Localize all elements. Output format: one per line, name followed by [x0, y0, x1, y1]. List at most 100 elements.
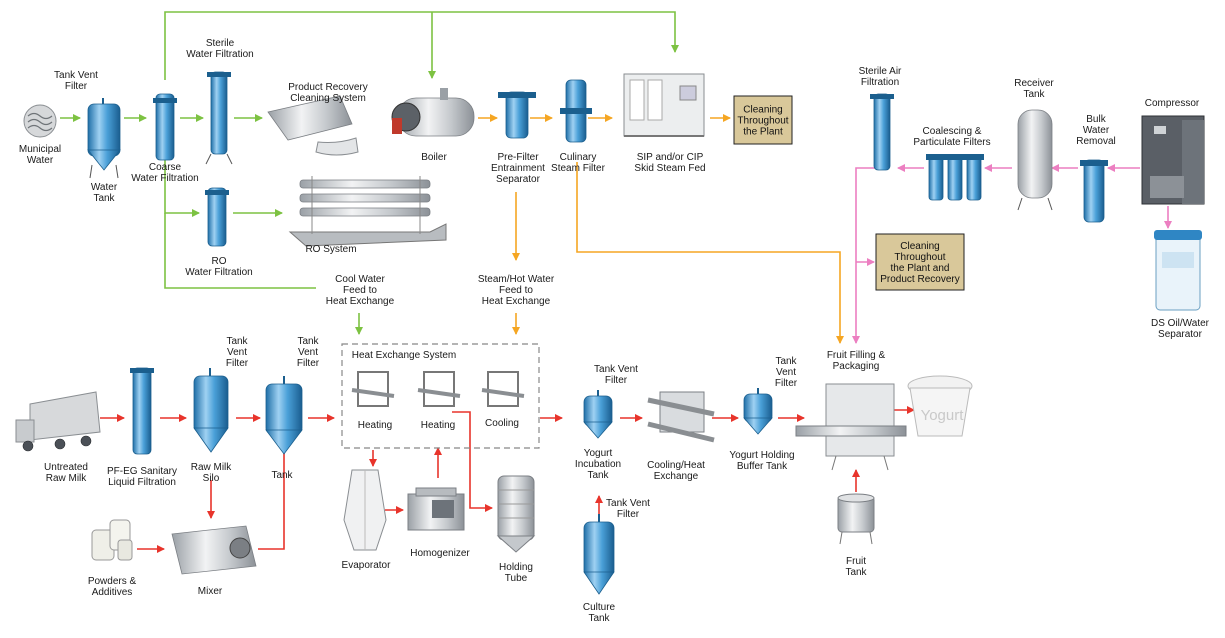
compressor-line-1: Compressor — [1145, 98, 1200, 109]
tank-vent-culture-line-2: Filter — [617, 509, 640, 520]
heat-exchanger-icon — [351, 371, 525, 407]
label-fruit-filling: Fruit Filling &Packaging — [827, 350, 886, 372]
heating1-line-1: Heating — [358, 420, 392, 431]
sanitary-filter-icon — [130, 367, 154, 455]
tank-vent-culture-line-1: Tank Vent — [606, 498, 650, 509]
incubation-tank-line-1: Yogurt — [584, 448, 613, 459]
fruit-tank-icon — [837, 493, 875, 545]
compressor-icon — [1141, 115, 1205, 205]
water-tank-icon — [87, 98, 121, 179]
coalescing-line-2: Particulate Filters — [913, 137, 990, 148]
sterile-air-filter-icon — [870, 93, 894, 171]
air-lines — [852, 164, 1172, 344]
heat-exchange-system-boundary — [341, 343, 540, 449]
powders-line-2: Additives — [92, 587, 133, 598]
boiler-icon — [391, 88, 475, 137]
product-recovery-line-2: Cleaning System — [290, 93, 366, 104]
tank-vent-incubation-line-2: Filter — [605, 375, 628, 386]
ds-separator-line-2: Separator — [1158, 329, 1203, 340]
fruit-filling-line-1: Fruit Filling & — [827, 350, 886, 361]
prefilter-line-2: Entrainment — [491, 163, 545, 174]
label-evaporator: Evaporator — [342, 560, 392, 571]
tank-vent-incubation-line-1: Tank Vent — [594, 364, 638, 375]
cleaning-product-line-4: Product Recovery — [880, 274, 959, 285]
product-recovery-icon — [267, 95, 359, 156]
receiver-tank-icon — [1017, 109, 1053, 211]
product-recovery-line-1: Product Recovery — [288, 82, 367, 93]
culinary-filter-line-1: Culinary — [560, 152, 597, 163]
sterile-water-filtration-line-1: Sterile — [206, 38, 235, 49]
raw-milk-silo-line-1: Raw Milk — [191, 462, 233, 473]
label-cooling: Cooling — [485, 418, 519, 429]
bulk-water-line-1: Bulk — [1086, 114, 1106, 125]
evaporator-icon — [343, 469, 387, 551]
tank-vent-filter-top-line-1: Tank Vent — [54, 70, 98, 81]
culinary-steam-filter-icon — [560, 79, 592, 143]
fruit-tank-line-1: Fruit — [846, 556, 866, 567]
buffer-tank-line-1: Yogurt Holding — [729, 450, 794, 461]
ro-system-icon — [288, 176, 447, 247]
yogurt-cup-icon: Yogurt — [907, 375, 973, 437]
cleaning-plant-line-1: Cleaning — [743, 105, 782, 116]
cleaning-plant-line-3: the Plant — [743, 127, 783, 138]
holding-tube-line-2: Tube — [505, 573, 528, 584]
sterile-air-line-1: Sterile Air — [859, 66, 902, 77]
steam-hot-water-line-2: Feed to — [499, 285, 533, 296]
steam-lines — [478, 114, 844, 344]
homogenizer-line-1: Homogenizer — [410, 548, 470, 559]
prefilter-separator-icon — [498, 91, 536, 139]
skid-icon — [623, 73, 705, 137]
ro-system-line-1: RO System — [305, 244, 356, 255]
tank-vent-tank-line-1: Tank — [297, 336, 319, 347]
holding-tube-icon — [496, 475, 536, 553]
cooling-heat-exchange-line-2: Exchange — [654, 471, 699, 482]
yogurt-cup-text: Yogurt — [921, 407, 965, 424]
label-tank: Tank — [271, 470, 293, 481]
untreated-milk-line-1: Untreated — [44, 462, 88, 473]
ds-separator-line-1: DS Oil/Water — [1151, 318, 1210, 329]
tank-vent-silo-line-2: Vent — [227, 347, 247, 358]
water-source-icon — [23, 104, 57, 138]
tank-vent-buffer-line-3: Filter — [775, 378, 798, 389]
filling-machine-icon — [795, 383, 907, 471]
coalescing-filters-icon — [926, 154, 984, 201]
prefilter-line-1: Pre-Filter — [497, 152, 539, 163]
tank-vent-buffer-line-1: Tank — [775, 356, 797, 367]
tank-vent-buffer-line-2: Vent — [776, 367, 796, 378]
homogenizer-icon — [407, 487, 465, 531]
cool-water-line-1: Cool Water — [335, 274, 385, 285]
tanker-truck-icon — [15, 391, 101, 452]
ro-filtration-line-2: Water Filtration — [185, 267, 252, 278]
plate-heat-exchanger-icon — [647, 391, 715, 443]
separator-icon — [1154, 230, 1202, 311]
cool-water-line-2: Feed to — [343, 285, 377, 296]
pfeg-filtration-line-2: Liquid Filtration — [108, 477, 176, 488]
label-coalescing: Coalescing &Particulate Filters — [913, 126, 990, 148]
receiver-tank-line-1: Receiver — [1014, 78, 1054, 89]
mixer-line-1: Mixer — [198, 586, 223, 597]
tank-vent-silo-line-3: Filter — [226, 358, 249, 369]
mixer-icon — [171, 525, 257, 575]
fruit-tank-line-2: Tank — [845, 567, 867, 578]
ro-filter-icon — [205, 187, 229, 247]
